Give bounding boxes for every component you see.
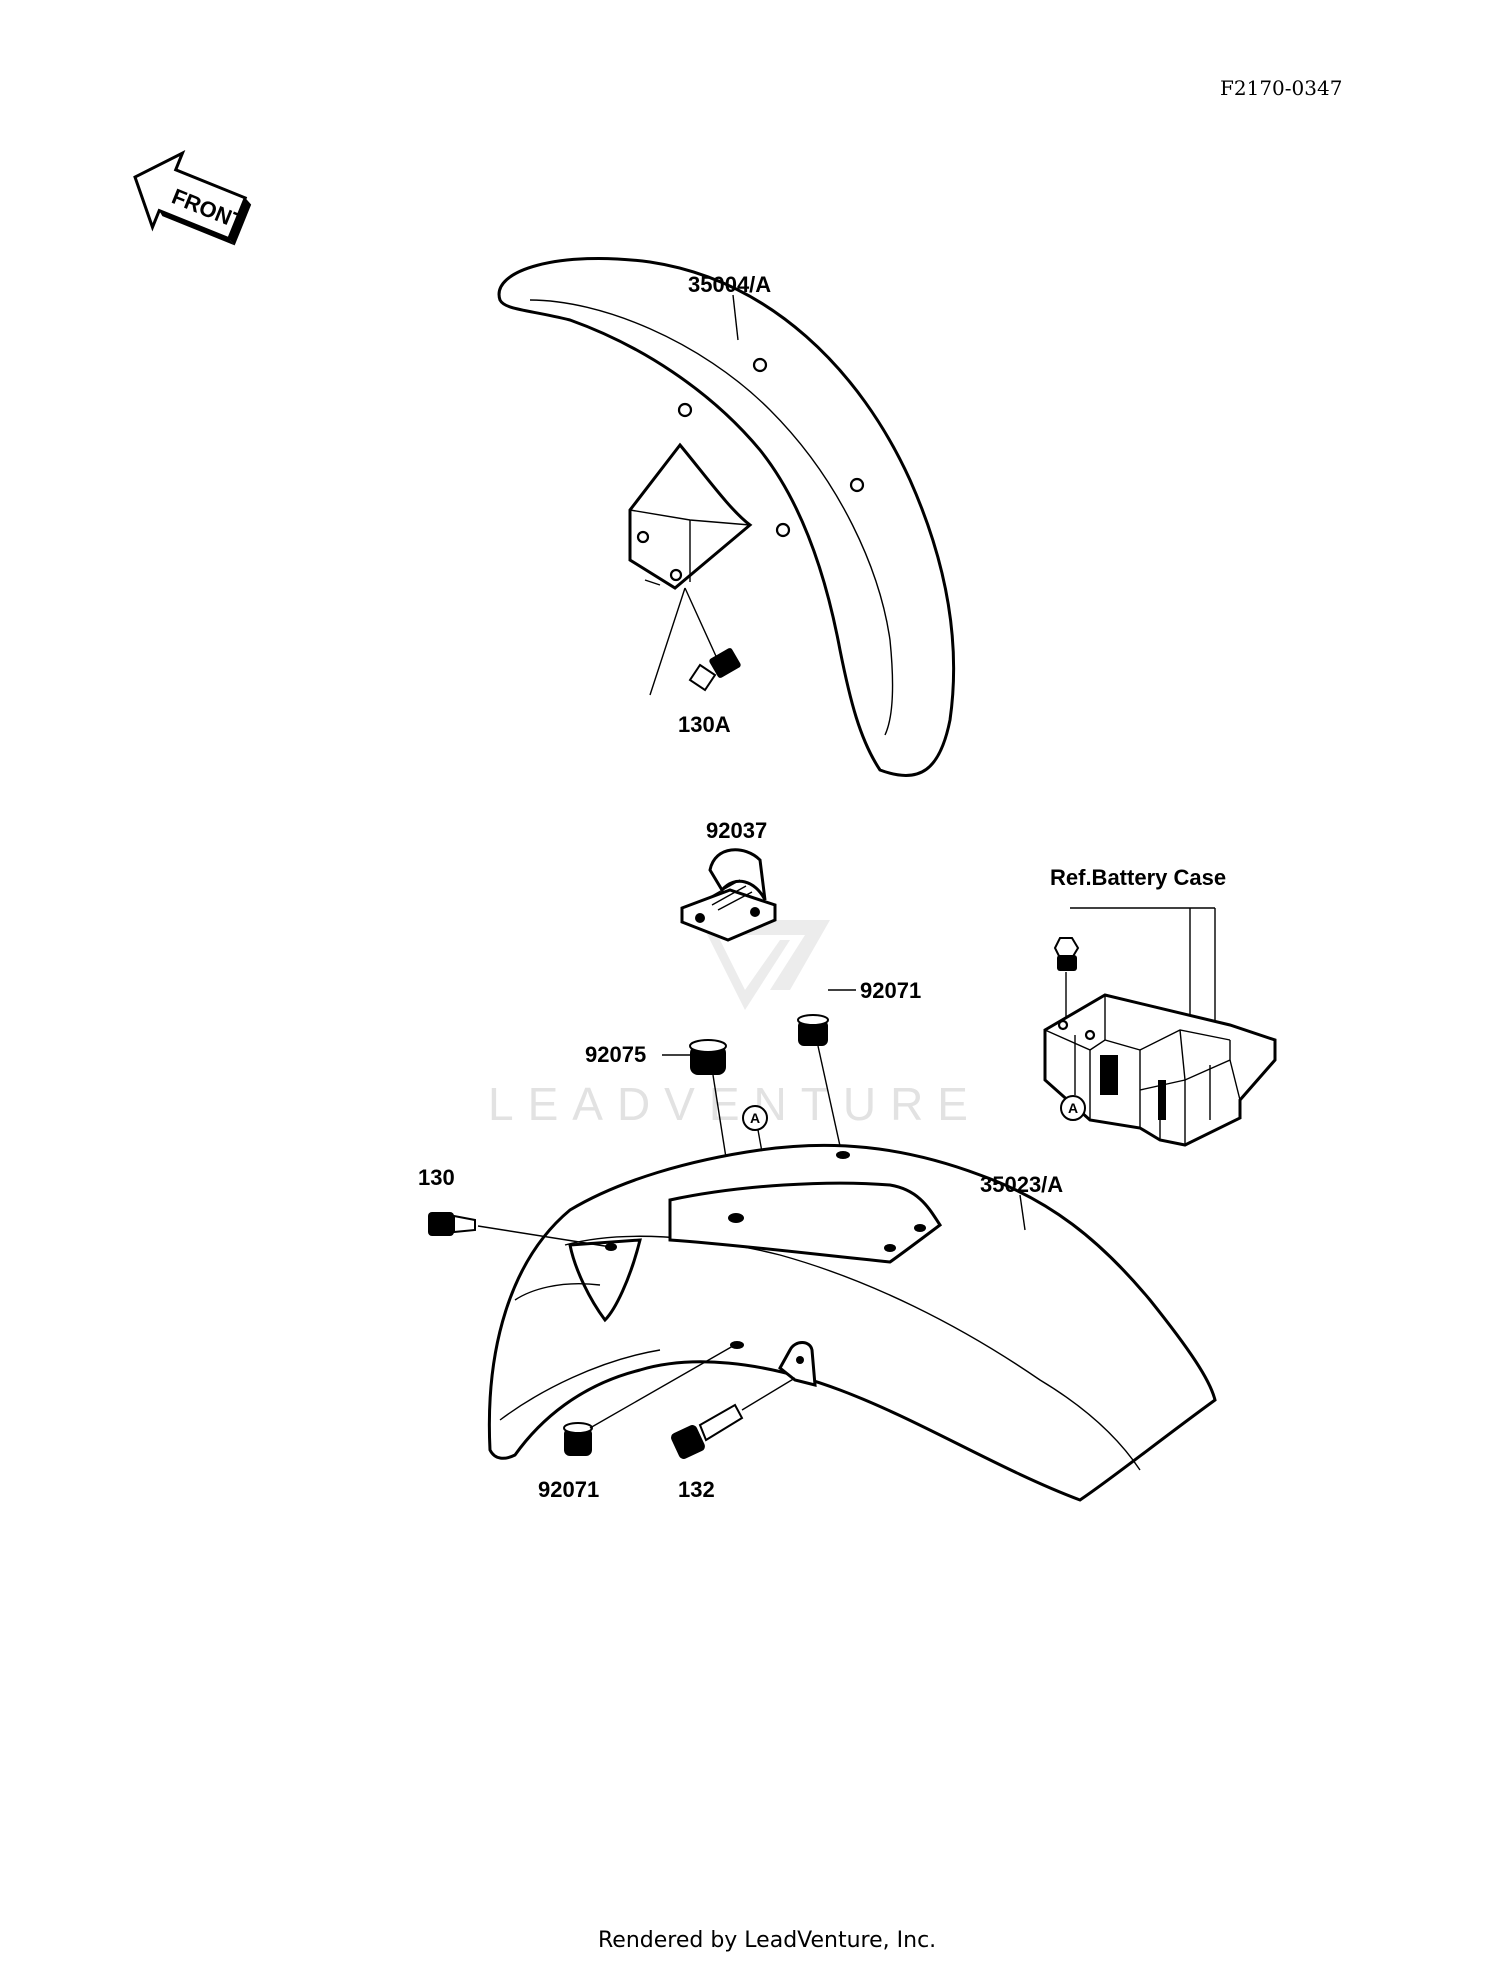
rear-fender (487, 1143, 1217, 1502)
label-92037: 92037 (706, 818, 767, 843)
bolt-130-icon (428, 1212, 612, 1248)
svg-text:A: A (1068, 1100, 1078, 1116)
front-fender (497, 256, 956, 777)
diagram-code: F2170-0347 (1220, 76, 1342, 100)
label-ref-battery-case: Ref.Battery Case (1050, 865, 1226, 890)
clamp-92037-icon (680, 848, 777, 942)
label-35023a: 35023/A (980, 1172, 1063, 1197)
leader-35023a (1019, 1194, 1026, 1231)
label-35004a: 35004/A (688, 272, 771, 297)
label-92075: 92075 (585, 1042, 646, 1067)
bolt-130a-icon (649, 587, 741, 696)
label-132: 132 (678, 1477, 715, 1502)
label-92071-bottom: 92071 (538, 1477, 599, 1502)
front-arrow-icon: FRONT (133, 149, 252, 246)
watermark-text: LEADVENTURE (488, 1078, 982, 1130)
label-130a: 130A (678, 712, 731, 737)
svg-text:A: A (750, 1110, 760, 1126)
grommet-92071-bottom-icon (563, 1345, 734, 1456)
grommet-92075-icon (662, 1039, 736, 1216)
footer-credit: Rendered by LeadVenture, Inc. (598, 1928, 936, 1953)
label-130: 130 (418, 1165, 455, 1190)
grommet-92071-top-icon (797, 989, 856, 1156)
watermark: LEADVENTURE (488, 920, 982, 1130)
marker-a-battery: A (1060, 1095, 1086, 1121)
leader-35004a (732, 294, 739, 341)
label-92071-top: 92071 (860, 978, 921, 1003)
bolt-132-icon (671, 1377, 796, 1459)
battery-case (1043, 907, 1277, 1147)
